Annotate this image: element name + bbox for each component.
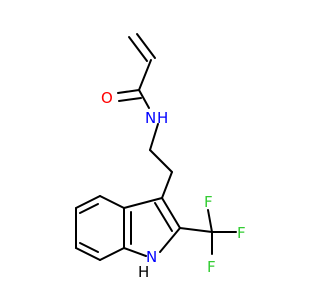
bond-c5-c4: [75, 195, 101, 209]
atom-label-indole-hydrogen: H: [138, 263, 149, 281]
bond-ch2-c3-indole: [161, 171, 173, 199]
bond-ch2-ch2: [149, 149, 173, 173]
bond-carbonyl-double: [118, 97, 142, 102]
bond-cf3-f1: [207, 209, 213, 233]
atom-label-fluorine-3: F: [207, 258, 216, 276]
bond-c7-c6-double: [79, 242, 99, 253]
atom-label-oxygen: O: [101, 89, 113, 107]
bond-c2-n1: [159, 227, 181, 253]
bond-carbonyl: [117, 89, 140, 94]
bond-n-ch2: [149, 123, 159, 151]
bond-c4-c3a: [99, 195, 125, 209]
bond-c3-c2: [161, 197, 181, 229]
structure-diagram: O N H N H F F F: [75, 33, 246, 281]
bond-c5-c4-double: [79, 203, 99, 214]
bond-c3-n: [138, 89, 150, 109]
atom-label-amide-hydrogen: H: [157, 109, 168, 127]
bond-c2-c3: [138, 59, 152, 91]
atom-label-amide-nitrogen: N: [145, 109, 156, 127]
bond-n1-c7a: [123, 247, 147, 257]
atom-label-fluorine-2: F: [237, 224, 246, 242]
bond-vinyl-c1-c2: [128, 36, 148, 62]
bond-c3-c3a: [123, 197, 163, 209]
bond-c7a-c7: [99, 247, 125, 261]
bond-c7-c6: [75, 247, 101, 261]
atom-label-indole-nitrogen: N: [146, 248, 157, 266]
bond-c3-c2-double: [154, 202, 173, 232]
bond-vinyl-c1-c2-double: [136, 33, 156, 59]
bond-c2-cf3: [179, 227, 213, 233]
atom-label-fluorine-1: F: [204, 193, 213, 211]
